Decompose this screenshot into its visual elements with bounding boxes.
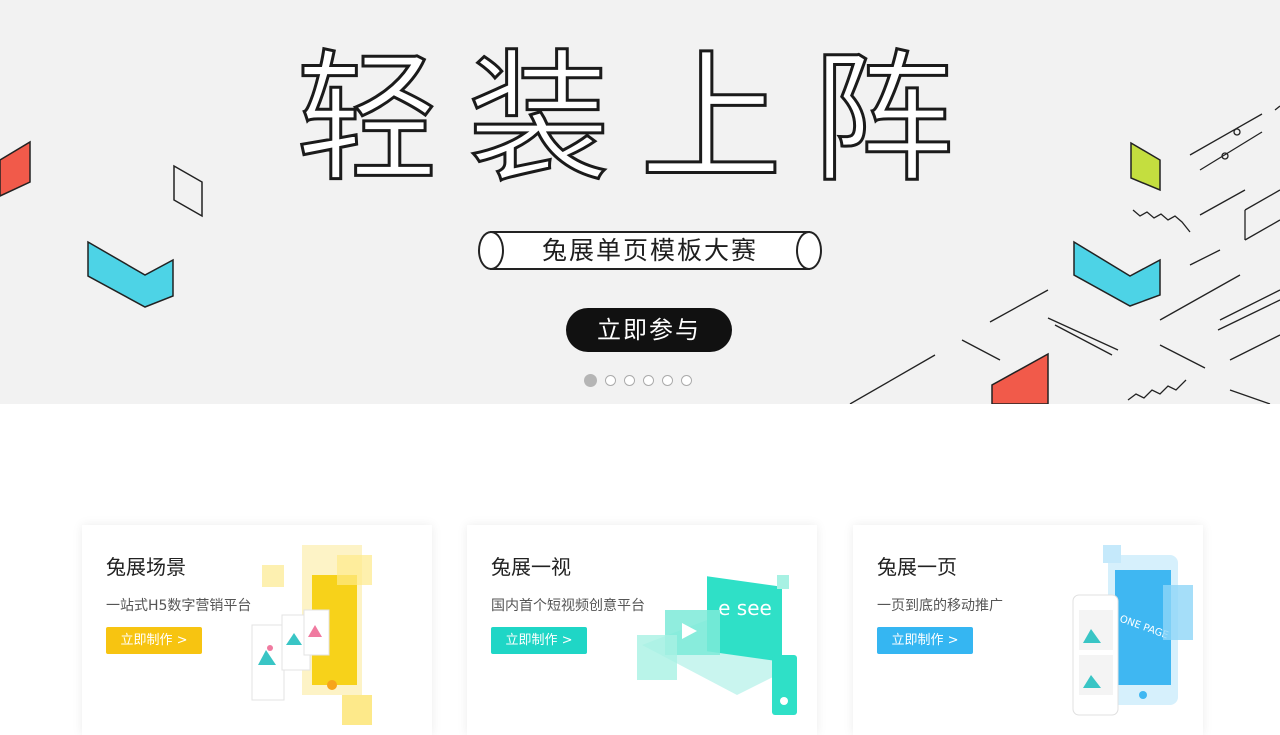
join-now-button[interactable]: 立即参与 [566, 308, 732, 352]
card-desc: 国内首个短视频创意平台 [491, 598, 645, 614]
phones-illustration [251, 545, 372, 725]
hero-banner[interactable]: 轻装上阵 兔展单页模板大赛 立即参与 [0, 0, 1280, 404]
card-desc: 一页到底的移动推广 [877, 598, 1003, 614]
card-desc: 一站式H5数字营销平台 [106, 598, 252, 614]
subtitle-tube-right-cap [796, 231, 822, 270]
card-title: 兔展场景 [106, 555, 186, 579]
carousel-dot-2[interactable] [605, 374, 616, 386]
carousel-dot-6[interactable] [681, 374, 692, 386]
card-art-label: e see [718, 596, 772, 620]
banner-decoration [0, 105, 1280, 404]
make-now-button[interactable]: 立即制作 > [877, 627, 973, 654]
make-now-button[interactable]: 立即制作 > [491, 627, 587, 654]
subtitle-tube-body [490, 231, 810, 270]
subtitle-tube-left-cap [478, 231, 504, 270]
onepage-illustration: ONE PAGE [1072, 545, 1193, 716]
card-title: 兔展一视 [491, 555, 571, 579]
card-title: 兔展一页 [877, 555, 957, 579]
banner-subtitle: 兔展单页模板大赛 [478, 231, 822, 270]
carousel-dot-4[interactable] [643, 374, 654, 386]
product-card-scene[interactable]: 兔展场景 一站式H5数字营销平台 立即制作 > [82, 525, 432, 735]
banner-subtitle-text: 兔展单页模板大赛 [541, 236, 758, 265]
banner-headline: 轻装上阵 [295, 37, 984, 202]
carousel-dot-1[interactable] [584, 373, 597, 387]
carousel-dot-5[interactable] [662, 374, 673, 386]
screens-illustration: e see [637, 575, 797, 715]
carousel-dot-3[interactable] [624, 374, 635, 386]
product-card-video[interactable]: 兔展一视 国内首个短视频创意平台 立即制作 > e see [467, 525, 817, 735]
make-now-button[interactable]: 立即制作 > [106, 627, 202, 654]
product-card-onepage[interactable]: 兔展一页 一页到底的移动推广 立即制作 > ONE PAGE [853, 525, 1203, 735]
carousel-dots [584, 373, 692, 387]
